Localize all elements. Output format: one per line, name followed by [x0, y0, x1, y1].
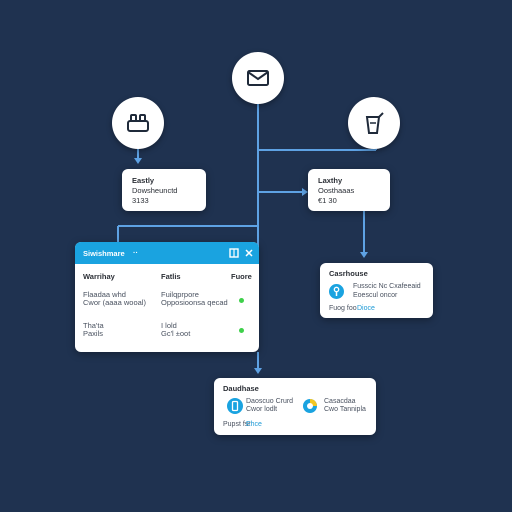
clipboard-icon	[365, 112, 384, 134]
card-line: Eoescul oncor	[353, 292, 398, 299]
pie-chart-glyph	[303, 399, 317, 413]
wrench-icon	[329, 284, 344, 299]
account-card-right[interactable]: Laxthy Oosthaaas €1 30	[308, 169, 390, 211]
pie-chart-icon	[302, 398, 318, 414]
footer-link[interactable]: Ehce	[246, 421, 262, 428]
main-panel[interactable]: Siwishmare ·· Warrihay Fatlis Fuore Flaa…	[75, 242, 259, 352]
table-cell: Opposioonsa qecad	[161, 298, 228, 307]
footer-label: Fuog foo	[329, 305, 357, 312]
status-dot	[239, 298, 244, 303]
footer-link[interactable]: Dioce	[357, 305, 375, 312]
item-line: Cwo Tannipla	[324, 406, 366, 413]
card-title: Laxthy	[318, 176, 343, 185]
card-title: Eastly	[132, 176, 155, 185]
card-line: Fusscic Nc Cxafeeaid	[353, 283, 421, 290]
phone-glyph	[231, 400, 239, 412]
table-cell: Fuilqprpore	[161, 290, 199, 299]
arrowhead-mid-right-card	[360, 252, 368, 258]
card-subtitle: Oosthaaas	[318, 186, 355, 195]
table-cell: Tha'ta	[83, 321, 104, 330]
envelope-node[interactable]	[232, 52, 284, 104]
close-icon[interactable]	[244, 248, 254, 258]
wrench-glyph	[333, 286, 340, 296]
footer-label: Pupst fsr	[223, 421, 251, 428]
table-cell: Flaadaa whd	[83, 290, 126, 299]
card-value: €1 30	[318, 196, 337, 205]
panel-title: Siwishmare	[83, 249, 125, 258]
table-cell: I lold	[161, 321, 177, 330]
clipboard-node[interactable]	[348, 97, 400, 149]
database-card[interactable]: Daudhase Daoscuo Crurd Cwor lodlt Casacd…	[214, 378, 376, 435]
arrowhead-bottom-card	[254, 368, 262, 374]
phone-icon	[227, 398, 243, 414]
column-header: Warrihay	[83, 272, 115, 281]
column-header: Fatlis	[161, 272, 181, 281]
panel-title-mark: ··	[133, 248, 138, 257]
item-line: Daoscuo Crurd	[246, 398, 294, 405]
envelope-icon	[247, 70, 269, 86]
panel-header: Siwishmare ··	[75, 242, 259, 264]
column-header: Fuore	[231, 272, 252, 281]
card-title: Daudhase	[223, 384, 259, 393]
casrhouse-card[interactable]: Casrhouse Fusscic Nc Cxafeeaid Eoescul o…	[320, 263, 433, 318]
card-title: Casrhouse	[329, 269, 368, 278]
table-cell: Paxils	[83, 329, 104, 338]
card-value: 3133	[132, 196, 149, 205]
account-card-left[interactable]: Eastly Dowsheunctd 3133	[122, 169, 206, 211]
grid-icon[interactable]	[229, 248, 239, 258]
shop-node[interactable]	[112, 97, 164, 149]
arrowhead-right-card	[302, 188, 308, 196]
item-line: Casacdaa	[324, 398, 356, 405]
status-dot	[239, 328, 244, 333]
table-cell: Cwor (aaaa wooal)	[83, 298, 146, 307]
arrowhead-left-card	[134, 158, 142, 164]
table-cell: Gc'l ±oot	[161, 329, 191, 338]
card-subtitle: Dowsheunctd	[132, 186, 178, 195]
item-line: Cwor lodlt	[246, 406, 278, 413]
shop-icon	[127, 114, 149, 132]
